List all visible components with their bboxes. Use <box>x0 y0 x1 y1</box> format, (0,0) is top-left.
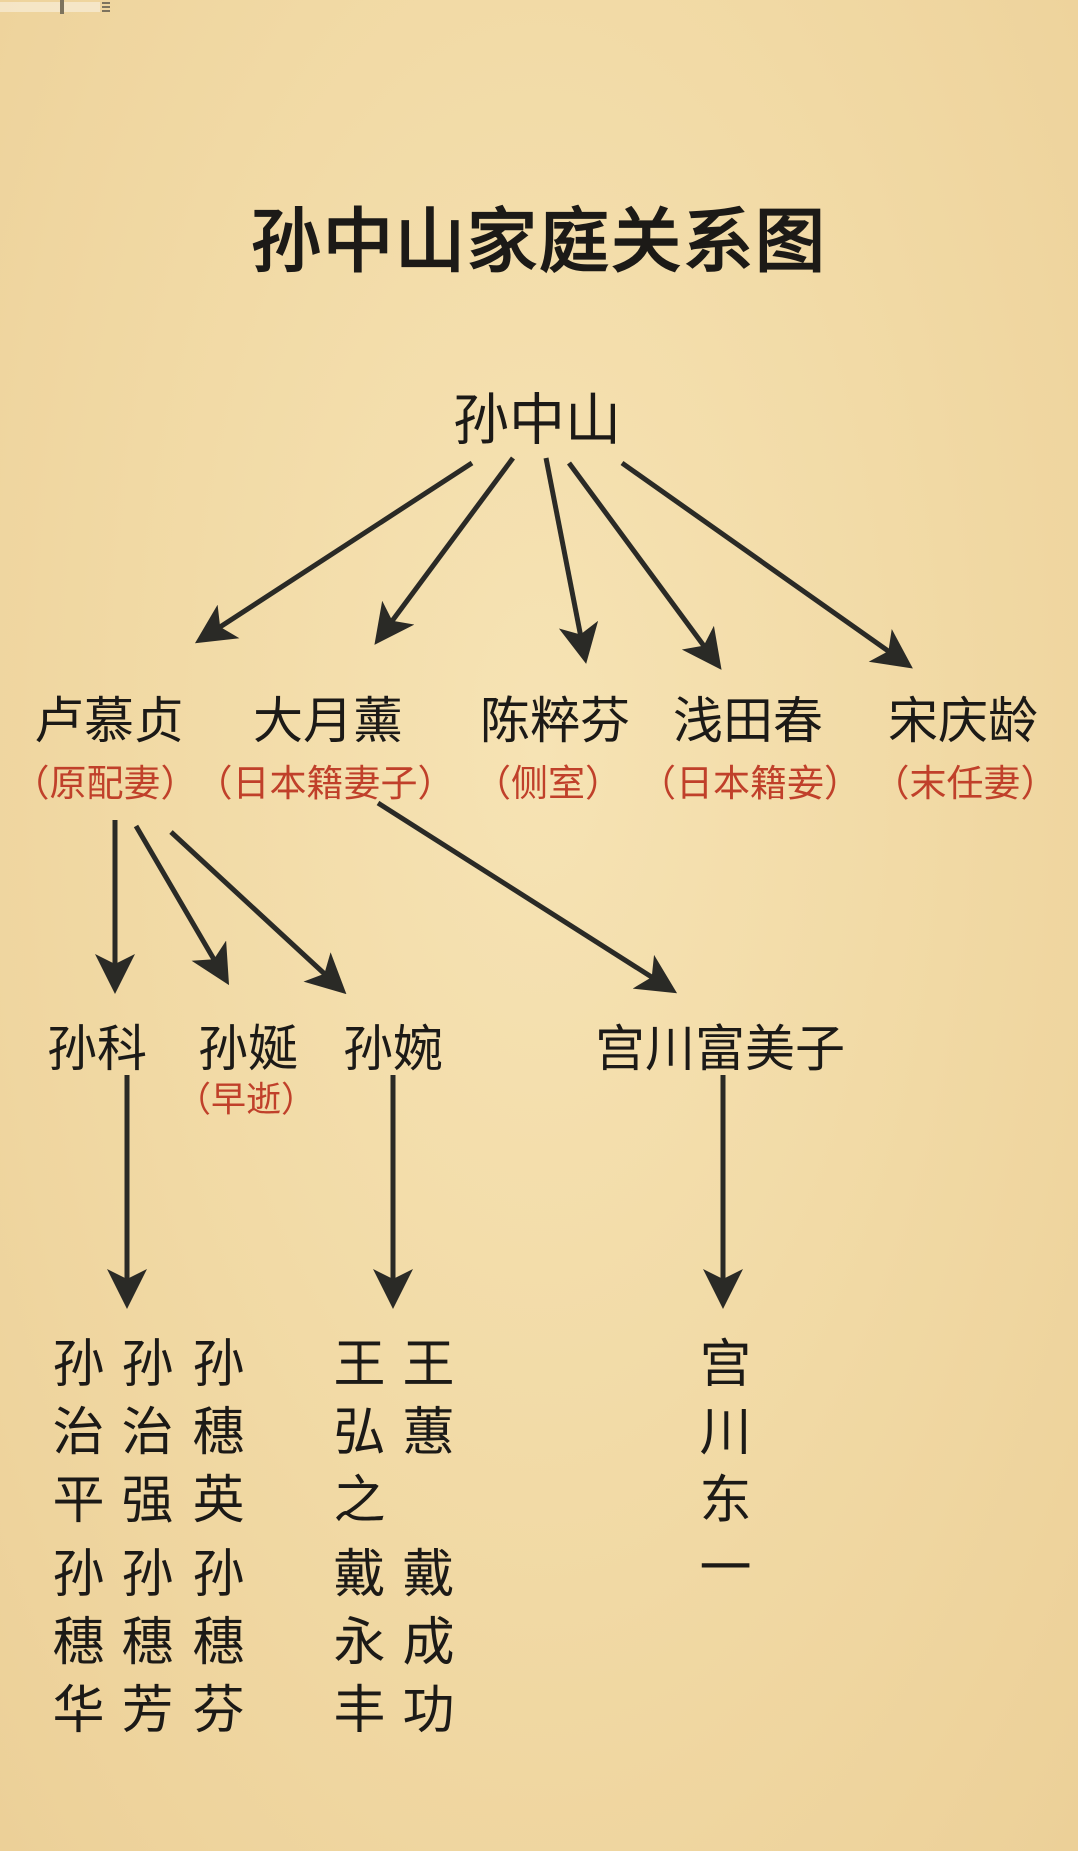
arrow-otsuki-to-fumiko <box>376 800 678 994</box>
grandchild-name: 孙治平 <box>43 1336 103 1540</box>
arrow-lu-to-sunwan <box>169 830 347 995</box>
child-name: 孙科 <box>47 1020 147 1078</box>
grandchild-name: 王蕙 <box>393 1336 453 1472</box>
wife-name: 陈粹芬 <box>480 692 630 750</box>
wife-name: 宋庆龄 <box>888 692 1038 750</box>
grandchild-name: 孙穗芬 <box>183 1546 243 1750</box>
arrow-root-to-chen <box>543 457 599 664</box>
arrow-lu-to-sunyan <box>133 824 230 986</box>
grandchild-name: 孙穗英 <box>183 1336 243 1540</box>
arrow-root-to-asada <box>566 461 722 670</box>
arrow-root-to-otsuki <box>374 456 516 645</box>
child-note: （早逝） <box>175 1080 317 1121</box>
wife-role: （日本籍妻子） <box>195 762 455 805</box>
grandchild-name: 戴永丰 <box>324 1546 384 1750</box>
arrow-root-to-song <box>620 460 913 669</box>
child-name: 宫川富美子 <box>595 1020 845 1078</box>
page-title: 孙中山家庭关系图 <box>251 200 827 283</box>
grandchild-name: 王弘之 <box>324 1336 384 1540</box>
grandchild-name: 孙穗芳 <box>112 1546 172 1750</box>
grandchild-name: 孙治强 <box>112 1336 172 1540</box>
wife-name: 卢慕贞 <box>34 692 184 750</box>
grandchild-name: 戴成功 <box>393 1546 453 1750</box>
grandchild-name: 宫川东一 <box>690 1336 750 1608</box>
arrow-root-to-lu <box>194 460 474 644</box>
root-person: 孙中山 <box>453 388 621 454</box>
watermark-icon <box>0 0 110 14</box>
wife-name: 大月薰 <box>253 692 403 750</box>
wife-role: （原配妻） <box>12 762 198 805</box>
wife-role: （日本籍妾） <box>639 762 861 805</box>
wife-role: （末任妻） <box>872 762 1058 805</box>
child-name: 孙婉 <box>343 1020 443 1078</box>
child-name: 孙娫 <box>198 1020 298 1078</box>
wife-role: （侧室） <box>474 762 622 805</box>
wife-name: 浅田春 <box>673 692 823 750</box>
grandchild-name: 孙穗华 <box>43 1546 103 1750</box>
